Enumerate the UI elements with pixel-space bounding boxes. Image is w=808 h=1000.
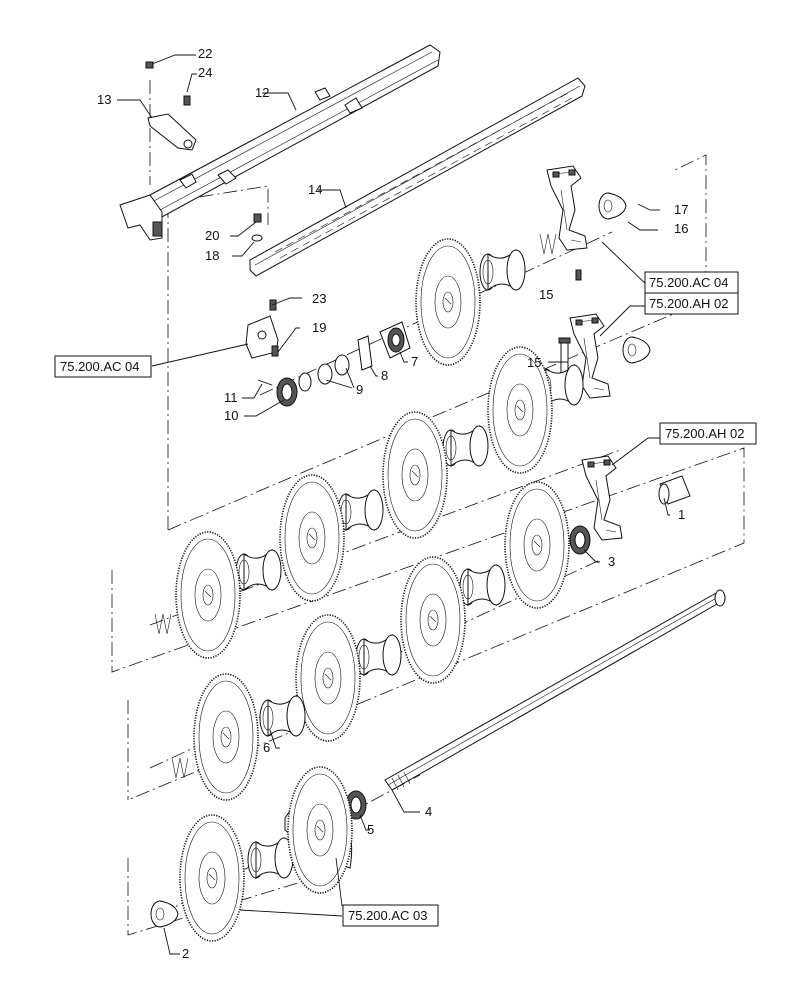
callout-6: 6 [263,740,270,755]
bearing-housing-part-7 [379,321,411,359]
bracket-lower-right [581,455,623,541]
callout-10: 10 [224,408,238,423]
bracket-upper-right [546,165,588,251]
disc-l2 [400,556,466,684]
callout-8: 8 [381,368,388,383]
spool-l3 [259,695,306,737]
callout-17: 17 [674,202,688,217]
group-outline-lower [127,858,341,936]
svg-text:75.200.AC 04: 75.200.AC 04 [60,359,140,374]
callout-14: 14 [308,182,322,197]
bolt-part-20 [253,213,262,223]
spool-l1 [459,564,506,606]
group-outline-middle [111,447,745,801]
spool-l2 [355,634,402,676]
svg-text:75.200.AH 02: 75.200.AH 02 [649,296,729,311]
callout-15-upper: 15 [539,287,553,302]
callout-12: 12 [255,85,269,100]
hub-block-part [245,315,279,359]
callout-15-lower: 15 [527,355,541,370]
svg-text:75.200.AC 04: 75.200.AC 04 [649,275,729,290]
spring-middle-left [154,613,172,635]
cap-upper-right [598,192,627,220]
callout-24: 24 [198,65,212,80]
pin-part-11 [257,379,273,386]
spool-m3 [337,489,384,531]
disc-upper [415,238,481,366]
callout-numbers: 22 24 13 12 14 20 18 23 19 11 10 9 8 7 1… [97,46,688,961]
washers-part-9 [298,354,350,392]
callout-9: 9 [356,382,363,397]
reference-box-ah02-upper: 75.200.AH 02 [644,292,739,315]
pin-part-17 [637,203,651,211]
strap-bracket-part [147,113,197,151]
frame-tube-part [119,44,441,241]
callout-4: 4 [425,804,432,819]
reference-box-ah02-lower: 75.200.AH 02 [659,422,757,445]
svg-text:75.200.AH 02: 75.200.AH 02 [665,426,745,441]
disc-l1 [504,481,570,609]
disc-m2 [382,411,448,539]
spring-lower-left [171,757,189,779]
cap-part-2 [150,900,179,928]
spool-m2 [442,425,489,467]
bolt-part-22 [145,61,154,69]
spool-bottom [247,837,294,879]
spool-upper [479,249,526,291]
ring-part-3 [569,525,591,555]
reference-box-ac03: 75.200.AC 03 [342,904,439,927]
spool-m4 [235,549,282,591]
disc-l4 [193,673,259,801]
bushing-part-1 [658,475,691,505]
bolt-part-24 [183,95,191,106]
spring-upper [539,233,557,255]
reference-box-ac04-right: 75.200.AC 04 [644,271,739,294]
spacer-part-8 [357,335,373,371]
callout-19: 19 [312,320,326,335]
callout-16: 16 [674,221,688,236]
callout-3: 3 [608,554,615,569]
callout-11: 11 [224,390,238,405]
callout-22: 22 [198,46,212,61]
shaft-part-4 [384,589,726,791]
washer-part-18 [251,234,263,242]
disc-m3 [279,474,345,602]
callout-5: 5 [367,822,374,837]
callout-7: 7 [411,354,418,369]
callout-13: 13 [97,92,111,107]
callout-2: 2 [182,946,189,961]
group-outline-upper-right [167,154,707,531]
leader-lines [117,54,670,955]
svg-text:75.200.AC 03: 75.200.AC 03 [348,908,428,923]
disc-m4 [175,531,241,659]
bolt-part-19 [271,345,279,357]
reference-box-ac04-left: 75.200.AC 04 [54,355,152,378]
callout-1: 1 [678,507,685,522]
cap-middle-right [622,336,651,364]
disc-bottom-2 [287,766,353,894]
group-outline-upper [167,185,269,530]
slotted-bar-part [249,77,586,277]
disc-m1 [487,346,553,474]
callout-20: 20 [205,228,219,243]
disc-l3 [295,614,361,742]
callout-23: 23 [312,291,326,306]
disc-bottom [179,814,245,942]
bolt-under-bracket [575,269,582,281]
callout-18: 18 [205,248,219,263]
